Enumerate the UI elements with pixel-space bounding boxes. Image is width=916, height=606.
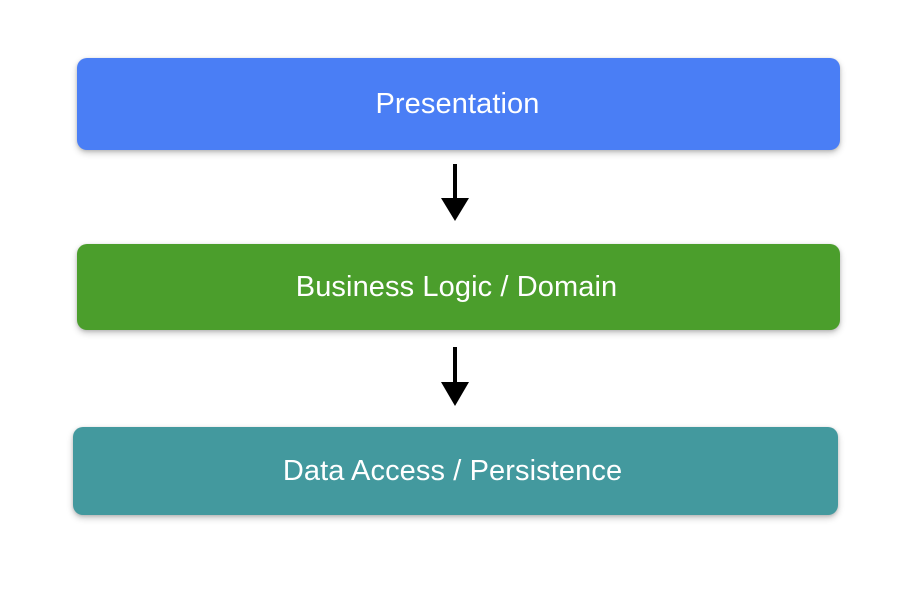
- arrow-head: [441, 382, 469, 406]
- arrow-head: [441, 198, 469, 221]
- layer-box-presentation[interactable]: Presentation: [77, 58, 840, 150]
- layer-label-presentation: Presentation: [375, 87, 540, 120]
- layer-label-data-access: Data Access / Persistence: [282, 454, 623, 487]
- layer-box-data-access[interactable]: Data Access / Persistence: [73, 427, 838, 515]
- layer-label-business-logic: Business Logic / Domain: [295, 270, 618, 303]
- layer-box-business-logic[interactable]: Business Logic / Domain: [77, 244, 840, 330]
